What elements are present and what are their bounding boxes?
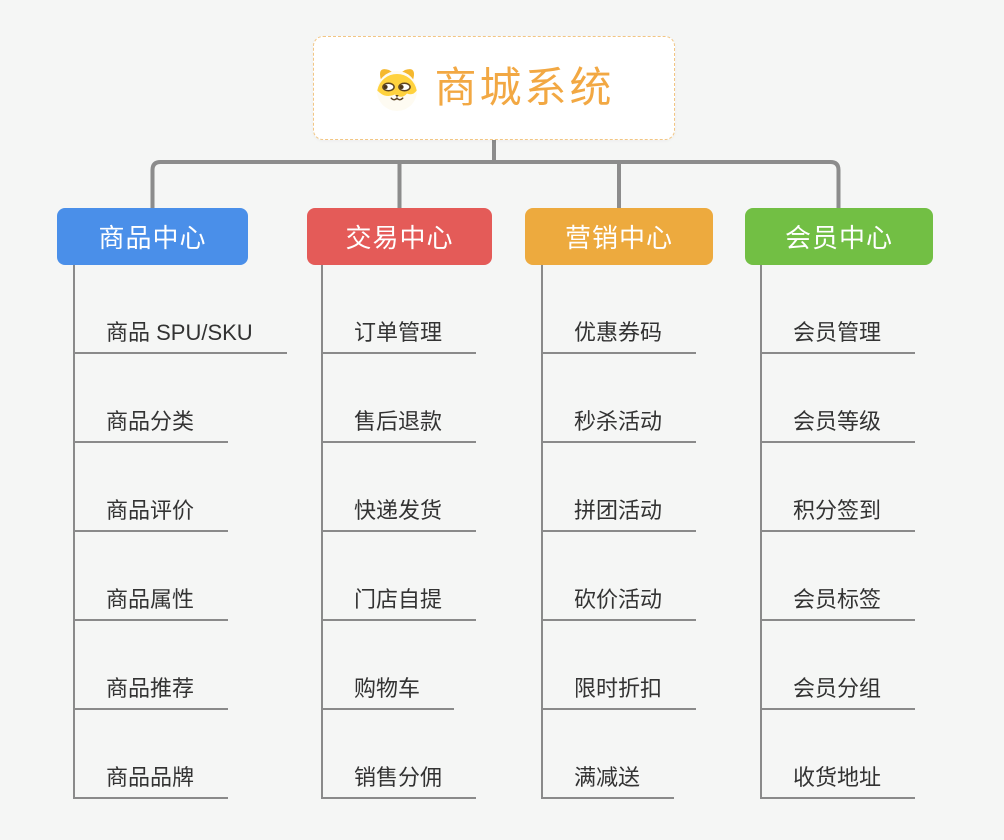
leaf-node[interactable]: 订单管理 [323, 322, 477, 354]
leaf-node[interactable]: 商品品牌 [75, 767, 229, 799]
leaf-node-row: 会员管理 [762, 265, 916, 354]
leaf-node-row: 商品分类 [75, 354, 287, 443]
leaf-node[interactable]: 优惠券码 [543, 322, 697, 354]
leaf-node[interactable]: 会员分组 [762, 678, 916, 710]
leaf-node[interactable]: 秒杀活动 [543, 411, 697, 443]
branch-node-member-center[interactable]: 会员中心 [745, 208, 933, 265]
branch-node-label: 商品中心 [98, 223, 207, 253]
leaf-node-row: 商品品牌 [75, 710, 287, 799]
leaf-node-row: 秒杀活动 [543, 354, 697, 443]
leaf-node-row: 门店自提 [323, 532, 477, 621]
leaf-node[interactable]: 砍价活动 [543, 589, 697, 621]
branch-node-label: 营销中心 [564, 223, 673, 253]
leaf-node-row: 会员标签 [762, 532, 916, 621]
leaf-node-row: 售后退款 [323, 354, 477, 443]
leaf-node-row: 会员等级 [762, 354, 916, 443]
leaf-node[interactable]: 满减送 [543, 767, 675, 799]
leaf-node[interactable]: 售后退款 [323, 411, 477, 443]
leaf-node-row: 积分签到 [762, 443, 916, 532]
leaf-node[interactable]: 门店自提 [323, 589, 477, 621]
leaf-node[interactable]: 商品 SPU/SKU [75, 322, 287, 354]
leaf-node[interactable]: 商品分类 [75, 411, 229, 443]
leaf-node-row: 砍价活动 [543, 532, 697, 621]
root-node-mall-system[interactable]: 商城系统 [313, 36, 675, 140]
branch-children-product-center: 商品 SPU/SKU 商品分类 商品评价 商品属性 商品推荐 商品品牌 [73, 265, 287, 799]
leaf-node[interactable]: 限时折扣 [543, 678, 697, 710]
leaf-node-row: 会员分组 [762, 621, 916, 710]
leaf-node-row: 商品属性 [75, 532, 287, 621]
leaf-node[interactable]: 快递发货 [323, 500, 477, 532]
leaf-node-row: 购物车 [323, 621, 476, 710]
branch-node-product-center[interactable]: 商品中心 [57, 208, 248, 265]
leaf-node-row: 满减送 [543, 710, 696, 799]
branch-node-trade-center[interactable]: 交易中心 [307, 208, 492, 265]
branch-children-member-center: 会员管理 会员等级 积分签到 会员标签 会员分组 收货地址 [760, 265, 916, 799]
branch-children-trade-center: 订单管理 售后退款 快递发货 门店自提 购物车 销售分佣 [321, 265, 477, 799]
leaf-node-row: 商品推荐 [75, 621, 287, 710]
leaf-node-row: 商品评价 [75, 443, 287, 532]
leaf-node-row: 限时折扣 [543, 621, 697, 710]
leaf-node[interactable]: 会员管理 [762, 322, 916, 354]
leaf-node[interactable]: 积分签到 [762, 500, 916, 532]
branch-node-label: 交易中心 [345, 223, 454, 253]
leaf-node-row: 优惠券码 [543, 265, 697, 354]
leaf-node[interactable]: 购物车 [323, 678, 455, 710]
leaf-node[interactable]: 会员标签 [762, 589, 916, 621]
leaf-node-row: 订单管理 [323, 265, 477, 354]
leaf-node-row: 商品 SPU/SKU [75, 265, 287, 354]
leaf-node[interactable]: 商品推荐 [75, 678, 229, 710]
leaf-node-row: 收货地址 [762, 710, 916, 799]
leaf-node[interactable]: 商品评价 [75, 500, 229, 532]
leaf-node[interactable]: 会员等级 [762, 411, 916, 443]
branch-node-label: 会员中心 [784, 223, 893, 253]
leaf-node[interactable]: 销售分佣 [323, 767, 477, 799]
dog-face-icon [373, 64, 421, 112]
leaf-node-row: 销售分佣 [323, 710, 477, 799]
leaf-node[interactable]: 商品属性 [75, 589, 229, 621]
branch-node-marketing-center[interactable]: 营销中心 [525, 208, 713, 265]
leaf-node-row: 拼团活动 [543, 443, 697, 532]
branch-children-marketing-center: 优惠券码 秒杀活动 拼团活动 砍价活动 限时折扣 满减送 [541, 265, 697, 799]
leaf-node[interactable]: 拼团活动 [543, 500, 697, 532]
root-node-title: 商城系统 [434, 64, 615, 111]
leaf-node-row: 快递发货 [323, 443, 477, 532]
leaf-node[interactable]: 收货地址 [762, 767, 916, 799]
branch-bus-line [150, 160, 841, 210]
